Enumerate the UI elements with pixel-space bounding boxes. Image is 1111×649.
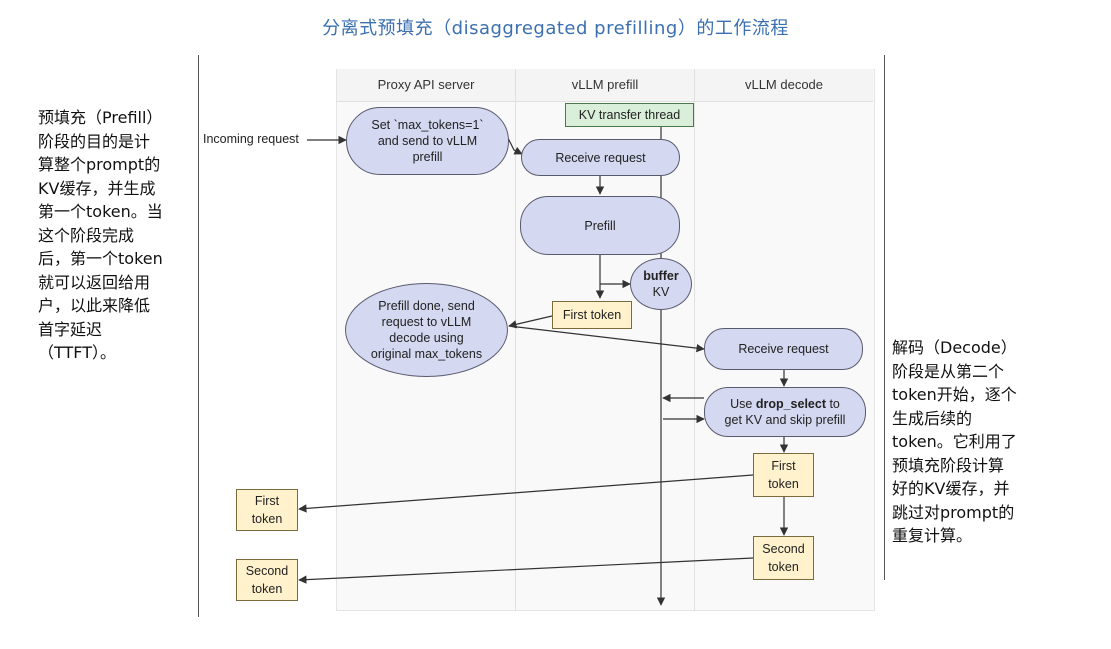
- drop-select-keyword: drop_select: [755, 397, 826, 411]
- drop-select-prefix: Use: [730, 397, 756, 411]
- page-title: 分离式预填充（disaggregated prefilling）的工作流程: [322, 18, 789, 39]
- prefill-receive-request-node: Receive request: [521, 139, 680, 176]
- proxy-second-token-box: Second token: [236, 559, 298, 601]
- prefill-first-token-box: First token: [552, 301, 632, 329]
- send-to-decode-arrow: [508, 325, 705, 353]
- decode-first-token-box: First token: [753, 453, 814, 497]
- return-first-token-arrow: [298, 474, 754, 513]
- send-to-prefill-arrow: [507, 137, 523, 155]
- left-divider: [198, 55, 199, 617]
- drop-select-suffix: to: [825, 397, 840, 411]
- prefill-explanation-note: 预填充（Prefill） 阶段的目的是计 算整个prompt的 KV缓存，并生成…: [38, 108, 163, 362]
- first-token-to-proxy-arrow: [508, 315, 553, 329]
- decode-second-token-box: Second token: [753, 536, 814, 580]
- return-second-token-arrow: [298, 557, 754, 584]
- lane-separator: [515, 69, 516, 611]
- drop-select-node: Use drop_select to get KV and skip prefi…: [704, 387, 866, 437]
- buffer-label: buffer: [643, 269, 679, 283]
- right-divider: [884, 55, 885, 580]
- buffer-kv-node: buffer KV: [630, 258, 692, 310]
- drop-select-line1: Use drop_select to: [730, 396, 840, 412]
- incoming-request-label: Incoming request: [203, 132, 299, 146]
- kv-transfer-thread-box: KV transfer thread: [565, 103, 694, 127]
- set-max-tokens-node: Set `max_tokens=1` and send to vLLM pref…: [346, 107, 509, 175]
- prefill-done-node: Prefill done, send request to vLLM decod…: [345, 283, 508, 377]
- decode-receive-request-node: Receive request: [704, 328, 863, 370]
- proxy-first-token-box: First token: [236, 489, 298, 531]
- kv-label: KV: [652, 285, 670, 299]
- lane-header-decode: vLLM decode: [695, 69, 873, 102]
- drop-select-line2: get KV and skip prefill: [724, 413, 846, 427]
- lane-header-proxy: Proxy API server: [337, 69, 515, 102]
- prefill-node: Prefill: [520, 196, 680, 255]
- lane-separator: [694, 69, 695, 611]
- decode-explanation-note: 解码（Decode） 阶段是从第二个 token开始，逐个 生成后续的 toke…: [892, 338, 1017, 545]
- lane-header-prefill: vLLM prefill: [516, 69, 694, 102]
